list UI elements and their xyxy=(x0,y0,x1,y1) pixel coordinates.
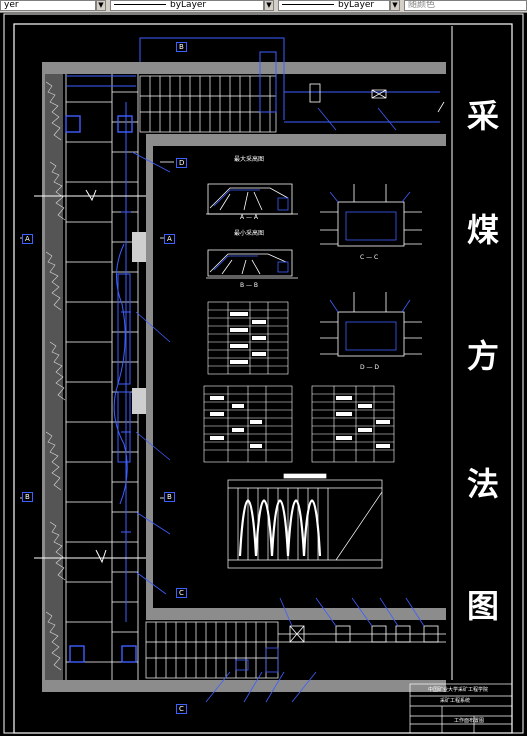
linetype-dropdown[interactable]: byLayer xyxy=(110,0,264,11)
title-block xyxy=(409,683,513,734)
section-cc-caption: C — C xyxy=(360,254,379,261)
section-label-a-mid: A xyxy=(164,234,175,244)
roadway-section-cc-blue xyxy=(329,191,411,241)
linetype-dropdown-arrow-icon[interactable]: ▼ xyxy=(264,0,274,11)
section-label-c-bottom: C xyxy=(176,704,187,714)
drawing-title-char-3: 方 xyxy=(466,337,499,375)
top-blue-leaders xyxy=(131,107,397,595)
color-value: 随颜色 xyxy=(408,0,436,10)
section-label-b-top: B xyxy=(176,42,187,52)
roadway-section-dd-blue xyxy=(329,299,411,351)
hydraulic-support-column xyxy=(65,74,139,680)
upper-pillar-block xyxy=(132,232,146,262)
section-label-b-left: B xyxy=(22,492,33,502)
max-height-title: 最大采高图 xyxy=(234,156,265,163)
mining-method-drawing xyxy=(3,13,524,734)
bottom-entry-supports xyxy=(145,621,279,679)
bottom-blue-leaders xyxy=(205,597,425,703)
cad-properties-toolbar: yer ▼ byLayer ▼ byLayer ▼ 随颜色 xyxy=(0,0,527,13)
color-dropdown[interactable]: 随颜色 xyxy=(404,0,527,11)
min-height-support-blue xyxy=(213,255,289,273)
lower-pillar-block xyxy=(132,388,146,414)
linetype-sample xyxy=(114,4,166,5)
section-label-b-mid: B xyxy=(164,492,175,502)
max-height-section-detail xyxy=(206,183,298,215)
top-roadway-band xyxy=(42,62,446,74)
section-label-a-left: A xyxy=(22,234,33,244)
parameter-table-left-fill xyxy=(210,396,262,448)
lower-roadway-band xyxy=(146,608,446,620)
layer-dropdown-arrow-icon[interactable]: ▼ xyxy=(96,0,106,11)
white-shearer-cut-markers xyxy=(34,189,146,564)
parameter-table-right xyxy=(311,385,395,463)
layer-value: yer xyxy=(4,0,19,10)
parameter-table-top xyxy=(207,301,289,375)
top-entry-blue-frame xyxy=(66,37,440,123)
goaf-rubble-pattern xyxy=(45,81,66,671)
min-height-title: 最小采高图 xyxy=(234,230,265,237)
inner-frame xyxy=(13,23,513,734)
lineweight-dropdown[interactable]: byLayer xyxy=(278,0,390,11)
cad-drawing-canvas[interactable]: 采 煤 方 法 图 B D A A B B C C 最大采高图 最小采高图 A … xyxy=(0,12,527,736)
section-label-c-mid: C xyxy=(176,588,187,598)
drawing-title-char-1: 采 xyxy=(466,97,499,135)
belt-conveyor-line xyxy=(278,625,446,643)
drawing-title-char-4: 法 xyxy=(466,465,499,503)
layer-dropdown[interactable]: yer xyxy=(0,0,96,11)
max-height-support-blue xyxy=(213,189,289,211)
outer-frame xyxy=(3,13,524,734)
upper-roadway-band xyxy=(146,134,446,146)
title-block-school: 中国矿业大学采矿工程学院 xyxy=(428,687,489,693)
top-roadway-equipment xyxy=(309,83,445,113)
lineweight-dropdown-arrow-icon[interactable]: ▼ xyxy=(390,0,400,11)
right-rib-band xyxy=(146,146,153,616)
title-block-drawing-name: 工作面布置图 xyxy=(454,718,485,724)
roadway-section-cc xyxy=(320,184,422,247)
parameter-table-right-fill xyxy=(336,396,390,448)
section-aa-caption: A — A xyxy=(240,214,259,221)
min-height-section-detail xyxy=(206,249,298,279)
linetype-value: byLayer xyxy=(170,0,207,10)
shearer-icons xyxy=(65,115,137,663)
section-bb-caption: B — B xyxy=(240,282,259,289)
roadway-section-dd xyxy=(320,292,422,357)
top-entry-supports xyxy=(139,75,277,133)
parameter-table-top-fill xyxy=(230,312,266,364)
drawing-title-char-2: 煤 xyxy=(466,211,499,249)
lineweight-value: byLayer xyxy=(338,0,375,10)
section-dd-caption: D — D xyxy=(360,364,380,371)
drawing-title-char-5: 图 xyxy=(466,587,499,625)
title-block-project: 采矿工程系统 xyxy=(440,698,471,704)
bottom-roadway-band xyxy=(42,680,446,692)
section-label-d-upper: D xyxy=(176,158,188,168)
lineweight-sample xyxy=(282,4,334,5)
parameter-table-left xyxy=(203,385,293,463)
cycle-operation-curve xyxy=(238,499,322,557)
goaf-area xyxy=(45,74,63,680)
